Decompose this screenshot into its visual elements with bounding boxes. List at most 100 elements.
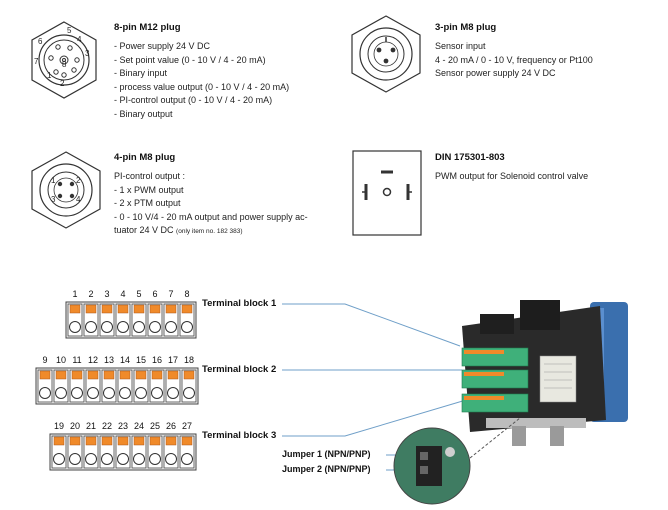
terminal-wire-hole — [71, 387, 83, 399]
m12-pin-label: 5 — [67, 26, 72, 35]
terminal-wire-hole — [135, 387, 147, 399]
terminal-number: 6 — [152, 289, 157, 299]
terminal-wire-hole — [85, 321, 97, 333]
m12-line: - process value output (0 - 10 V / 4 - 2… — [114, 81, 290, 92]
terminal-wire-hole — [183, 387, 195, 399]
terminal-wire-hole — [149, 321, 161, 333]
terminal-wire-hole — [55, 387, 67, 399]
din-title: DIN 175301-803 — [435, 152, 505, 163]
din-line: PWM output for Solenoid control valve — [435, 171, 589, 181]
m12-pin-label: 1 — [47, 71, 52, 80]
m12-line: - PI-control output (0 - 10 V / 4 - 20 m… — [114, 95, 273, 106]
callout-lines — [282, 303, 467, 471]
terminal-number: 9 — [42, 355, 47, 365]
terminal-release-tab — [69, 304, 81, 314]
terminal-wire-hole — [149, 453, 161, 465]
terminal-wire-hole — [39, 387, 51, 399]
m8-4pin-pin-label: 1 — [51, 176, 56, 185]
terminal-release-tab — [101, 436, 113, 446]
m12-8pin-plug-icon: 1 2 3 4 5 6 7 8 — [31, 21, 97, 99]
jumper-1-label: Jumper 1 (NPN/PNP) — [282, 449, 371, 459]
m12-line: - Binary input — [114, 68, 168, 79]
terminal-number: 26 — [166, 421, 176, 431]
terminal-number: 4 — [120, 289, 125, 299]
terminal-number: 20 — [70, 421, 80, 431]
terminal-release-tab — [165, 304, 177, 314]
m12-line: - Set point value (0 - 10 V / 4 - 20 mA) — [114, 54, 266, 65]
terminal-release-tab — [117, 436, 129, 446]
terminal-wire-hole — [53, 453, 65, 465]
m12-plug-title: 8-pin M12 plug — [114, 22, 181, 33]
terminal-release-tab — [183, 370, 195, 380]
terminal-release-tab — [85, 436, 97, 446]
terminal-wire-hole — [133, 321, 145, 333]
terminal-number: 5 — [136, 289, 141, 299]
terminal-number: 7 — [168, 289, 173, 299]
jumper-magnifier — [393, 417, 521, 505]
terminal-release-tab — [165, 436, 177, 446]
terminal-wire-hole — [181, 453, 193, 465]
m8-4pin-line: PI-control output : — [114, 171, 186, 181]
item-note: (only item no. 182 383) — [176, 228, 243, 236]
m12-pin-label: 2 — [60, 79, 65, 88]
terminal-wire-hole — [69, 453, 81, 465]
m12-line: - Binary output — [114, 108, 173, 119]
terminal-release-tab — [135, 370, 147, 380]
m8-4pin-pin-label: 4 — [76, 195, 81, 204]
terminal-wire-hole — [167, 387, 179, 399]
terminal-wire-hole — [87, 387, 99, 399]
terminal-number: 17 — [168, 355, 178, 365]
m8-4pin-line: - 2 x PTM output — [114, 198, 181, 209]
m8-4pin-description: PI-control output : - 1 x PWM output - 2… — [114, 170, 308, 239]
m8-3pin-description: Sensor input 4 - 20 mA / 0 - 10 V, frequ… — [435, 40, 593, 81]
terminal-number: 1 — [72, 289, 77, 299]
terminal-release-tab — [71, 370, 83, 380]
terminal-number: 23 — [118, 421, 128, 431]
terminal-release-tab — [87, 370, 99, 380]
m8-3pin-line: 4 - 20 mA / 0 - 10 V, frequency or Pt100 — [435, 54, 593, 65]
m12-pin-label: 8 — [62, 60, 67, 69]
terminal-release-tab — [117, 304, 129, 314]
terminal-release-tab — [103, 370, 115, 380]
m8-3pin-line: Sensor input — [435, 41, 486, 51]
terminal-wire-hole — [181, 321, 193, 333]
m8-4pin-pin-label: 3 — [51, 195, 56, 204]
terminal-release-tab — [149, 304, 161, 314]
m8-3pin-plug-icon — [351, 15, 421, 93]
terminal-release-tab — [181, 304, 193, 314]
terminal-release-tab — [167, 370, 179, 380]
terminal-release-tab — [55, 370, 67, 380]
terminal-number: 22 — [102, 421, 112, 431]
terminal-number: 21 — [86, 421, 96, 431]
terminal-number: 16 — [152, 355, 162, 365]
terminal-number: 10 — [56, 355, 66, 365]
terminal-release-tab — [85, 304, 97, 314]
terminal-block-3-label: Terminal block 3 — [202, 430, 277, 441]
terminal-wire-hole — [103, 387, 115, 399]
terminal-release-tab — [151, 370, 163, 380]
m12-line: - Power supply 24 V DC — [114, 41, 211, 51]
terminal-wire-hole — [165, 453, 177, 465]
terminal-release-tab — [119, 370, 131, 380]
m8-3pin-line: Sensor power supply 24 V DC — [435, 68, 556, 79]
terminal-release-tab — [133, 436, 145, 446]
terminal-wire-hole — [165, 321, 177, 333]
din-connector-icon — [352, 150, 422, 236]
terminal-wire-hole — [101, 321, 113, 333]
terminal-number: 24 — [134, 421, 144, 431]
terminal-release-tab — [181, 436, 193, 446]
terminal-number: 14 — [120, 355, 130, 365]
jumper-2-label: Jumper 2 (NPN/PNP) — [282, 464, 371, 474]
m8-4pin-title: 4-pin M8 plug — [114, 152, 176, 163]
m8-4pin-pin-label: 2 — [76, 176, 81, 185]
terminal-release-tab — [101, 304, 113, 314]
m12-pin-label: 4 — [77, 35, 82, 44]
terminal-wire-hole — [101, 453, 113, 465]
m8-4pin-plug-icon: 1 2 3 4 — [31, 151, 101, 229]
terminal-number: 27 — [182, 421, 192, 431]
terminal-block-2-label: Terminal block 2 — [202, 364, 277, 375]
m8-3pin-title: 3-pin M8 plug — [435, 22, 497, 33]
